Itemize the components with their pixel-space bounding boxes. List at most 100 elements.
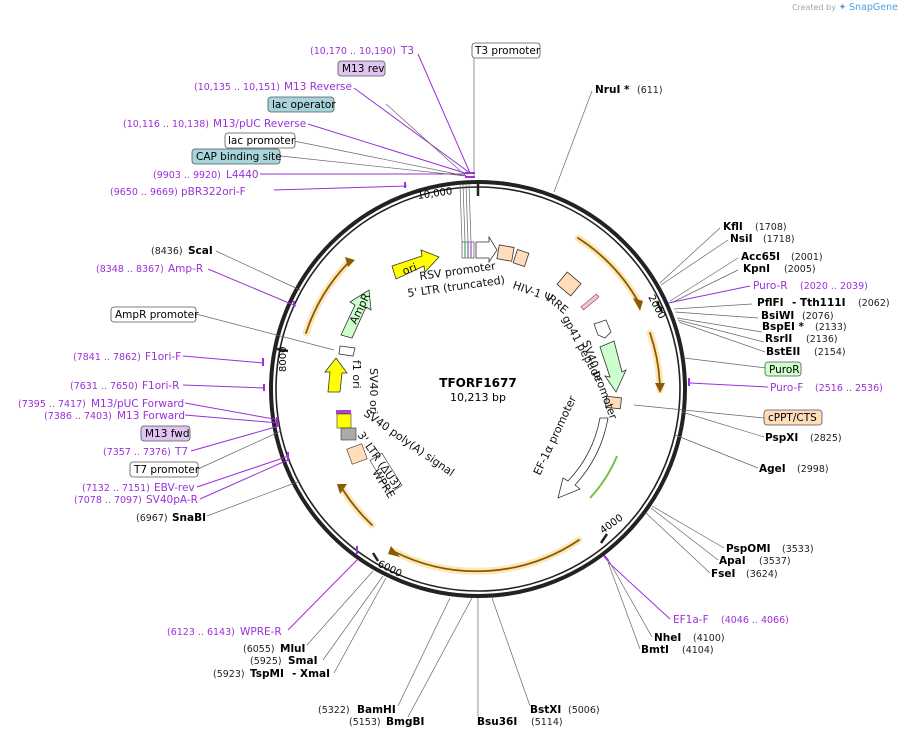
site-nrui: NruI * — [595, 84, 630, 96]
svg-text:(7357 .. 7376): (7357 .. 7376) — [103, 447, 171, 458]
svg-text:(2998): (2998) — [797, 464, 829, 475]
ori-feature: ori — [391, 249, 440, 280]
svg-text:(2062): (2062) — [858, 298, 890, 309]
site-bsu36i: Bsu36I — [477, 716, 517, 728]
ef1a-label: EF-1α promoter — [531, 393, 579, 477]
svg-text:(7631 .. 7650): (7631 .. 7650) — [70, 381, 138, 392]
sv40-polya-box — [340, 427, 357, 441]
primer-l4440: L4440 — [226, 169, 259, 181]
outer-feature-arcs — [302, 234, 664, 575]
svg-text:(5322): (5322) — [318, 705, 350, 716]
tick-mark — [655, 301, 664, 313]
watermark-prefix: Created by — [791, 3, 836, 12]
primer-m13-reverse: M13 Reverse — [284, 81, 352, 93]
snapgene-logo-icon: ✦ — [838, 2, 847, 13]
tick-mark — [276, 347, 289, 353]
primer-f1ori-f: F1ori-F — [145, 351, 181, 363]
primer-f1ori-r: F1ori-R — [142, 380, 179, 392]
primer-sv40pa-r: SV40pA-R — [146, 494, 198, 506]
site-nhei: NheI — [654, 632, 681, 644]
gp41-marker — [580, 293, 600, 311]
m13-rev-label: M13 rev — [342, 63, 385, 75]
ori-label: ori — [401, 261, 419, 278]
ampr-feature — [340, 289, 372, 339]
svg-text:(8436): (8436) — [151, 246, 183, 257]
puror-feature — [599, 340, 627, 393]
plasmid-name: TFORF1677 — [439, 376, 516, 390]
tick-mark — [371, 552, 380, 562]
tick-label-8000: 8000 — [278, 347, 289, 372]
lac-promoter-label: lac promoter — [228, 135, 296, 147]
ampr-promoter-badge — [110, 306, 197, 323]
cap-binding-label: CAP binding site — [196, 151, 282, 163]
t7-promoter-label: T7 promoter — [133, 464, 200, 476]
ef1a-promoter-feature — [557, 417, 609, 499]
left-primer-lines — [182, 53, 471, 500]
cppt-box — [604, 395, 622, 410]
site-nsii: NsiI — [730, 233, 753, 245]
site-tspmi: TspMI — [250, 668, 284, 680]
site-apai: ApaI — [719, 555, 746, 567]
svg-text:(2005): (2005) — [784, 264, 816, 275]
primer-m13-puc-forward: M13/pUC Forward — [91, 398, 184, 410]
primer-puro-r: Puro-R — [753, 280, 788, 292]
svg-text:(5006): (5006) — [568, 705, 600, 716]
left-primer-ticks — [262, 172, 475, 554]
sv40-promoter-small — [593, 319, 612, 339]
lac-operator-label: lac operator — [272, 99, 336, 111]
primer-t3: T3 — [400, 45, 414, 57]
snapgene-watermark: Created by ✦ SnapGene — [792, 2, 898, 13]
sv40-ori-box — [336, 413, 352, 429]
primer-puro-f: Puro-F — [770, 382, 803, 394]
cppt-badge-label: cPPT/CTS — [768, 412, 817, 424]
site-snabi: SnaBI — [172, 512, 206, 524]
tick-mark — [599, 533, 609, 544]
svg-text:(7841 .. 7862): (7841 .. 7862) — [73, 352, 141, 363]
svg-text:(6055): (6055) — [243, 644, 275, 655]
svg-text:(6123 .. 6143): (6123 .. 6143) — [167, 627, 235, 638]
svg-text:(1718): (1718) — [763, 234, 795, 245]
site-bamhi: BamHI — [357, 704, 396, 716]
site-pflfi: PflFI — [757, 297, 784, 309]
svg-text:(2076): (2076) — [802, 311, 834, 322]
cppt-badge — [763, 409, 823, 426]
site-bsiwi: BsiWI — [761, 310, 794, 322]
plasmid-size: 10,213 bp — [450, 391, 506, 404]
bottom-leader-lines — [306, 570, 531, 718]
svg-text:(2516 .. 2536): (2516 .. 2536) — [815, 383, 883, 394]
svg-text:(2825): (2825) — [810, 433, 842, 444]
rsv-promoter-feature — [461, 235, 498, 264]
svg-text:(6967): (6967) — [136, 513, 168, 524]
site-pspxi: PspXI — [765, 432, 798, 444]
site-mlui: MluI — [280, 643, 305, 655]
svg-text:(2154): (2154) — [814, 347, 846, 358]
primer-ebv-rev: EBV-rev — [154, 482, 195, 494]
m13-fwd-label: M13 fwd — [145, 428, 190, 440]
hiv-psi-box — [496, 244, 515, 262]
t3-promoter-badge — [471, 42, 541, 59]
site-bstxi: BstXI — [530, 704, 561, 716]
inner-leader-lines — [459, 183, 472, 243]
site-pspomi: PspOMI — [726, 543, 771, 555]
svg-text:(4046 .. 4066): (4046 .. 4066) — [721, 615, 789, 626]
watermark-brand: SnapGene — [849, 2, 898, 13]
svg-text:(2001): (2001) — [791, 252, 823, 263]
puror-badge — [764, 361, 802, 377]
primer-ef1a-f: EF1a-F — [673, 614, 709, 626]
svg-text:(1708): (1708) — [755, 222, 787, 233]
site-kfli: KflI — [723, 221, 743, 233]
svg-text:(4100): (4100) — [693, 633, 725, 644]
site-bmgbi: BmgBI — [386, 716, 424, 728]
svg-text:(10,170 .. 10,190): (10,170 .. 10,190) — [310, 46, 396, 57]
wpre-box — [369, 452, 403, 494]
svg-text:(3624): (3624) — [746, 569, 778, 580]
right-primer-lines — [607, 285, 769, 620]
svg-text:(5114): (5114) — [531, 717, 563, 728]
svg-text:(8348 .. 8367): (8348 .. 8367) — [96, 264, 164, 275]
svg-text:(2133): (2133) — [815, 322, 847, 333]
svg-text:(7395 .. 7417): (7395 .. 7417) — [18, 399, 86, 410]
svg-text:(611): (611) — [637, 85, 663, 96]
svg-text:(3533): (3533) — [782, 544, 814, 555]
ampr-promoter-small — [338, 345, 356, 357]
puror-badge-label: PuroR — [769, 364, 800, 376]
